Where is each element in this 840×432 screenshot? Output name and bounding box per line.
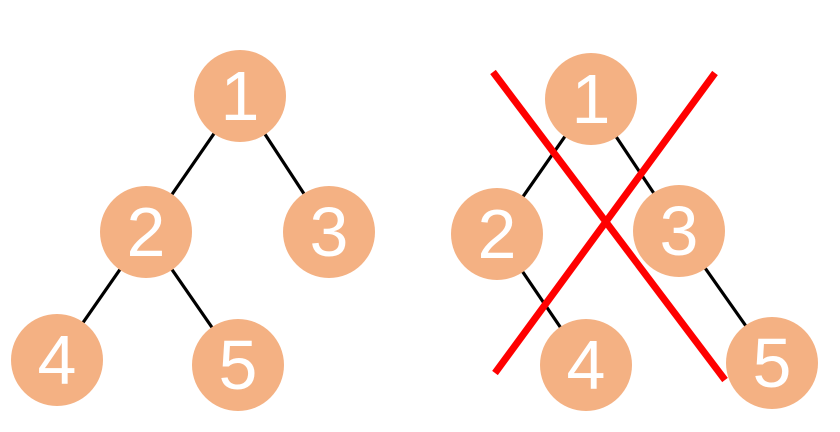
tree-node-circle-4 xyxy=(11,314,103,406)
tree-node-circle-1 xyxy=(194,50,286,142)
tree-node-circle-3 xyxy=(283,186,375,278)
tree-node-circle-3 xyxy=(633,185,725,277)
tree-node-circle-2 xyxy=(451,188,543,280)
tree-node-circle-2 xyxy=(100,186,192,278)
red-cross-line-1 xyxy=(490,69,728,383)
tree-node-circle-4 xyxy=(540,319,632,411)
tree-node-circle-5 xyxy=(726,317,818,409)
red-cross-line-2 xyxy=(492,70,718,376)
tree-node-circle-5 xyxy=(192,319,284,411)
tree-node-circle-1 xyxy=(545,53,637,145)
